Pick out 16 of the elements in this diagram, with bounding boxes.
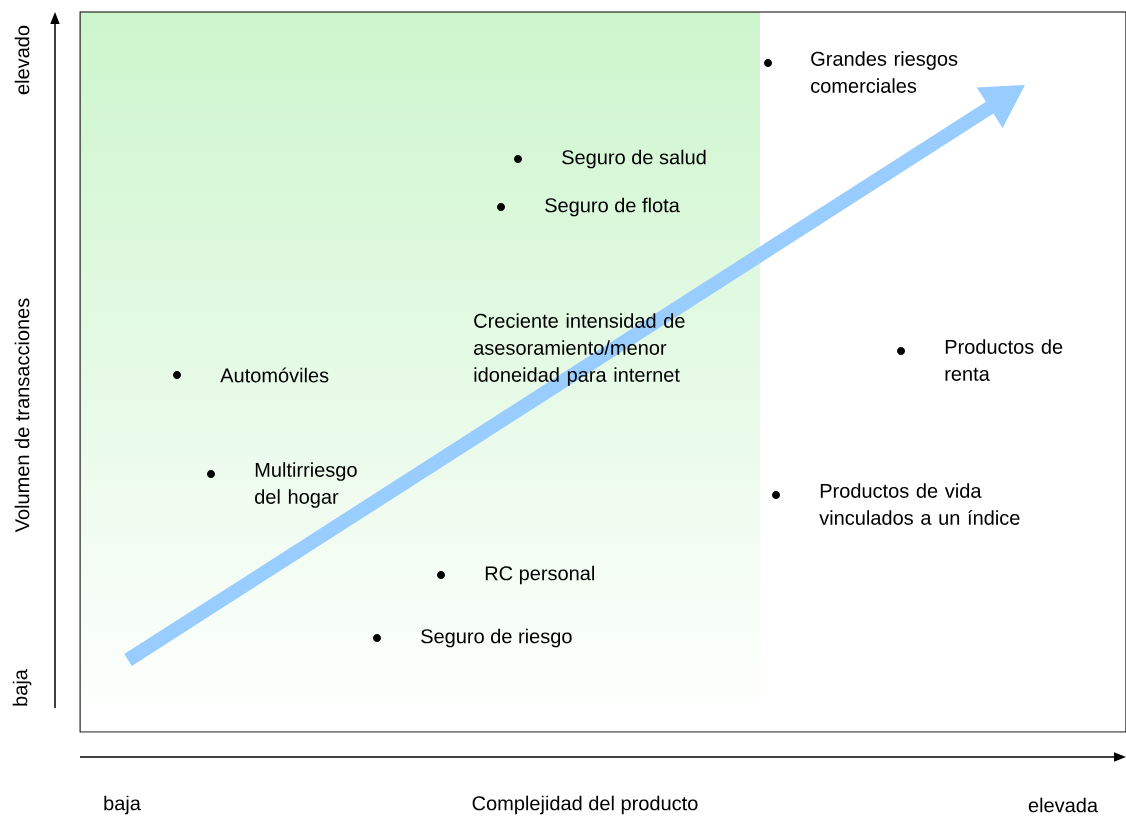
trend-label: Creciente intensidad de asesoramiento/menor idoneidad para internet [474, 313, 685, 386]
axis-label: elevada [1028, 797, 1099, 813]
axis-label: elevado [14, 25, 30, 95]
axis-title: Volumen de transacciones [14, 298, 30, 533]
item-label: Seguro de riesgo [421, 628, 572, 648]
axis-label: baja [104, 795, 141, 815]
axis-title: Complejidad del producto [472, 795, 698, 815]
item-label: Automóviles [220, 367, 329, 383]
item-label: Productos de vida vinculados a un índice [819, 483, 1020, 525]
axis-label: baja [12, 669, 32, 706]
item-label: Grandes riesgos comerciales [811, 51, 958, 93]
item-label: Seguro de salud [562, 149, 706, 169]
item-label: RC personal [485, 565, 594, 585]
item-label: Productos de renta [945, 339, 1063, 381]
item-label: Multirriesgo del hogar [255, 462, 357, 508]
item-label: Seguro de flota [545, 197, 680, 217]
